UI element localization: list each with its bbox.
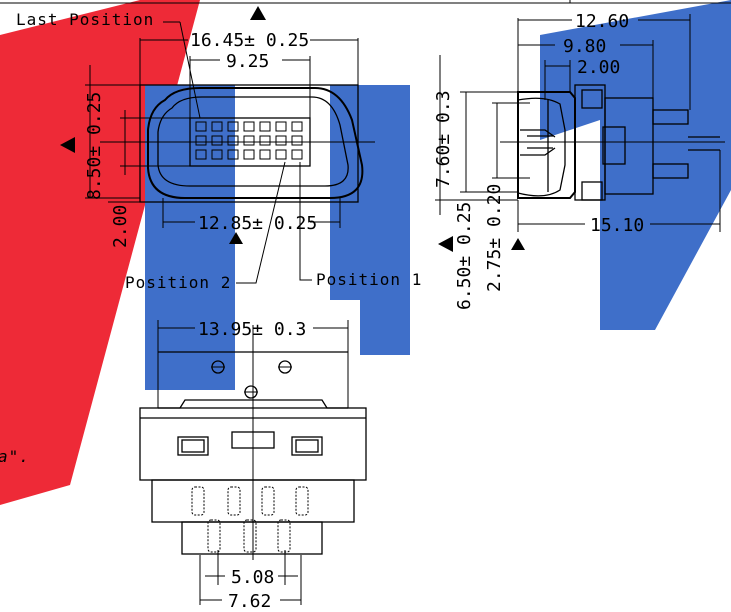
watermark bbox=[0, 0, 731, 505]
dim-9-80: 9.80 bbox=[563, 36, 606, 57]
terminal-pin bbox=[191, 486, 205, 516]
pin-cavity bbox=[243, 149, 255, 160]
terminal-pins bbox=[191, 486, 309, 553]
pin-cavity bbox=[243, 135, 255, 146]
pin-cavity bbox=[211, 135, 223, 146]
pin-cavity bbox=[211, 149, 223, 160]
datum-triangle-icon bbox=[60, 137, 75, 153]
watermark-blue-shape-left bbox=[145, 85, 235, 390]
pin-cavity bbox=[227, 149, 239, 160]
pin-cavity bbox=[291, 149, 303, 160]
pin-cavity bbox=[259, 149, 271, 160]
dim-2-75: 2.75± 0.20 bbox=[484, 184, 505, 292]
bottom-view bbox=[139, 320, 367, 560]
dim-12-85: 12.85± 0.25 bbox=[198, 213, 317, 234]
pin-cavity-grid bbox=[195, 121, 303, 160]
terminal-pin bbox=[243, 519, 257, 553]
terminal-pin bbox=[227, 486, 241, 516]
dim-9-25: 9.25 bbox=[226, 51, 269, 72]
datum-triangle-icon bbox=[250, 6, 266, 20]
pin-cavity bbox=[227, 135, 239, 146]
pin-cavity bbox=[291, 121, 303, 132]
terminal-pin bbox=[207, 519, 221, 553]
label-position-1: Position 1 bbox=[316, 270, 422, 289]
terminal-pin bbox=[295, 486, 309, 516]
dim-12-60: 12.60 bbox=[575, 11, 629, 32]
label-last-position: Last Position bbox=[16, 10, 154, 29]
pin-cavity bbox=[195, 121, 207, 132]
dim-13-95: 13.95± 0.3 bbox=[198, 319, 306, 340]
pin-cavity bbox=[259, 121, 271, 132]
pin-cavity bbox=[195, 135, 207, 146]
watermark-blue-shape-mid bbox=[330, 85, 410, 355]
dim-15-10: 15.10 bbox=[590, 215, 644, 236]
dim-2-00-left: 2.00 bbox=[110, 205, 131, 248]
dim-5-08: 5.08 bbox=[231, 567, 274, 588]
terminal-pin bbox=[261, 486, 275, 516]
dim-2-00-side: 2.00 bbox=[577, 57, 620, 78]
dim-7-60: 7.60± 0.3 bbox=[433, 90, 454, 188]
dim-16-45: 16.45± 0.25 bbox=[190, 30, 309, 51]
pin-cavity bbox=[275, 121, 287, 132]
datum-triangle-icon bbox=[438, 236, 453, 252]
watermark-blue-shape-right bbox=[540, 0, 731, 330]
dim-6-50: 6.50± 0.25 bbox=[454, 202, 475, 310]
stray-text: a". bbox=[0, 447, 30, 466]
pin-cavity bbox=[275, 149, 287, 160]
dim-8-50: 8.50± 0.25 bbox=[84, 92, 105, 200]
datum-triangle-icon bbox=[511, 238, 525, 250]
datum-triangle-icon bbox=[229, 232, 243, 244]
pin-cavity bbox=[243, 121, 255, 132]
pin-cavity bbox=[195, 149, 207, 160]
pin-cavity bbox=[275, 135, 287, 146]
terminal-pin bbox=[277, 519, 291, 553]
pin-cavity bbox=[211, 121, 223, 132]
label-position-2: Position 2 bbox=[125, 273, 231, 292]
dim-7-62: 7.62 bbox=[228, 591, 271, 612]
pin-cavity bbox=[291, 135, 303, 146]
pin-cavity bbox=[227, 121, 239, 132]
front-view bbox=[100, 84, 375, 203]
pin-cavity bbox=[259, 135, 271, 146]
